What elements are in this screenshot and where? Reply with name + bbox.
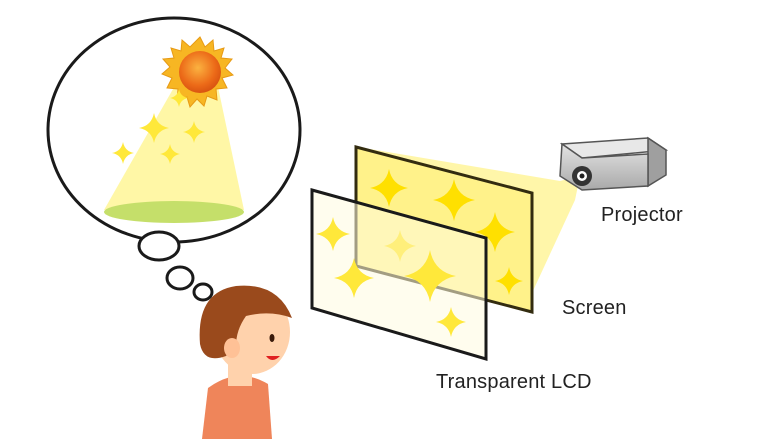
transparent-lcd-label: Transparent LCD <box>436 371 592 393</box>
transparent-lcd-panel <box>310 188 488 362</box>
screen-label: Screen <box>562 297 627 319</box>
sun-icon <box>161 36 235 109</box>
projector-icon <box>559 136 669 191</box>
projector-label: Projector <box>601 204 683 226</box>
sunlight-beam <box>104 68 244 223</box>
person-icon <box>199 285 292 439</box>
